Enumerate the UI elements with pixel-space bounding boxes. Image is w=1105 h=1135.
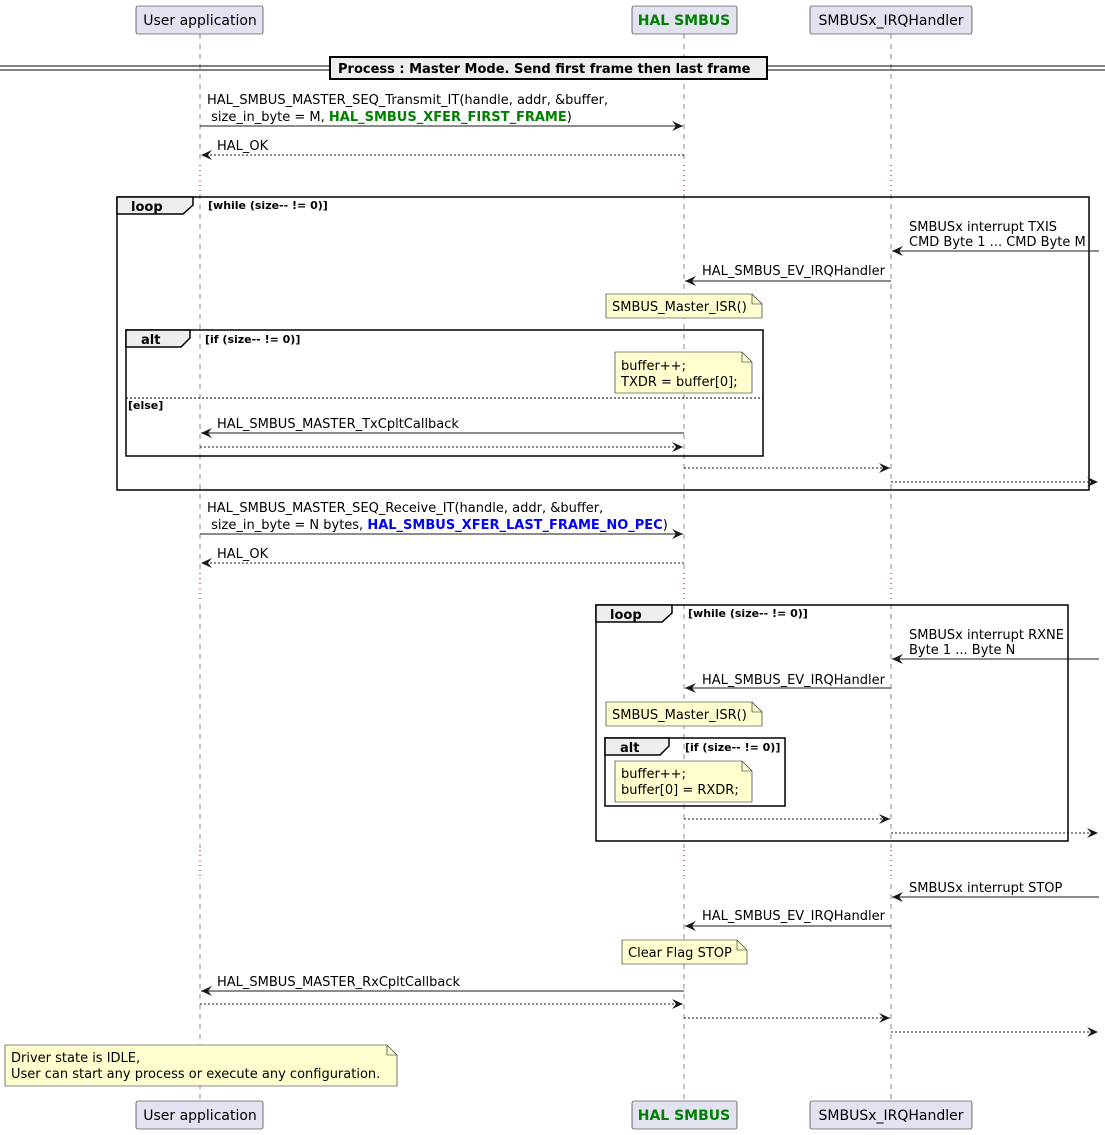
participant-label: User application [143, 13, 257, 29]
note-text: buffer[0] = RXDR; [621, 783, 739, 798]
participant-hal-bottom: HAL SMBUS [631, 1100, 738, 1130]
ev-handler-label: HAL_SMBUS_EV_IRQHandler [702, 673, 886, 688]
ev-handler-label: HAL_SMBUS_EV_IRQHandler [702, 909, 886, 924]
ev-handler-label: HAL_SMBUS_EV_IRQHandler [702, 264, 886, 279]
tx-alt-frame: alt [if (size-- != 0)] [else] [125, 329, 764, 457]
rx-call-label-line2: size_in_byte = N bytes, HAL_SMBUS_XFER_L… [207, 518, 668, 533]
loop-label: loop [610, 608, 642, 623]
note-text: buffer++; [621, 767, 686, 782]
note-text: SMBUS_Master_ISR() [612, 300, 747, 315]
delay [195, 571, 896, 601]
else-label: [else] [128, 399, 163, 412]
delay [195, 163, 896, 193]
participant-label: SMBUSx_IRQHandler [819, 13, 964, 29]
clear-stop-note: Clear Flag STOP [621, 939, 748, 965]
loop-condition: [while (size-- != 0)] [688, 607, 808, 620]
participant-user-top: User application [135, 5, 264, 35]
irq-rxne-label-line2: Byte 1 ... Byte N [909, 643, 1015, 658]
tx-alt-note: buffer++; TXDR = buffer[0]; [614, 351, 753, 394]
irq-stop-label: SMBUSx interrupt STOP [909, 881, 1063, 896]
delay [195, 848, 896, 878]
divider-label: Process : Master Mode. Send first frame … [338, 62, 751, 77]
participant-label: SMBUSx_IRQHandler [819, 1108, 964, 1124]
rx-return-label: HAL_OK [217, 547, 269, 562]
irq-rxne-label: SMBUSx interrupt RXNE [909, 628, 1064, 643]
rx-loop-frame: loop [while (size-- != 0)] [595, 604, 1069, 842]
note-text: TXDR = buffer[0]; [620, 375, 738, 390]
note-text: Driver state is IDLE, [11, 1051, 140, 1066]
note-text: User can start any process or execute an… [11, 1067, 380, 1082]
tx-loop-frame: loop [while (size-- != 0)] [116, 196, 1090, 491]
tx-callback-label: HAL_SMBUS_MASTER_TxCpltCallback [217, 417, 459, 432]
tx-call-label-line2: size_in_byte = M, HAL_SMBUS_XFER_FIRST_F… [207, 110, 572, 125]
alt-condition: [if (size-- != 0)] [685, 741, 780, 754]
participant-irq-bottom: SMBUSx_IRQHandler [809, 1100, 973, 1130]
note-text: buffer++; [621, 359, 686, 374]
participant-irq-top: SMBUSx_IRQHandler [809, 5, 973, 35]
tx-call-label: HAL_SMBUS_MASTER_SEQ_Transmit_IT(handle,… [207, 93, 608, 108]
irq-txis-label: SMBUSx interrupt TXIS [909, 220, 1057, 235]
isr-note: SMBUS_Master_ISR() [605, 701, 763, 727]
irq-txis-label-line2: CMD Byte 1 ... CMD Byte M [909, 235, 1086, 250]
rx-alt-frame: alt [if (size-- != 0)] [604, 737, 786, 807]
rx-alt-note: buffer++; buffer[0] = RXDR; [614, 760, 753, 803]
participant-label: HAL SMBUS [638, 1108, 730, 1124]
rx-call-label: HAL_SMBUS_MASTER_SEQ_Receive_IT(handle, … [207, 501, 603, 516]
participant-user-bottom: User application [135, 1100, 264, 1130]
loop-condition: [while (size-- != 0)] [208, 199, 328, 212]
alt-condition: [if (size-- != 0)] [205, 333, 300, 346]
tx-return-label: HAL_OK [217, 139, 269, 154]
isr-note: SMBUS_Master_ISR() [605, 293, 763, 319]
alt-label: alt [620, 741, 639, 756]
loop-label: loop [131, 200, 163, 215]
participant-label: User application [143, 1108, 257, 1124]
final-note: Driver state is IDLE, User can start any… [4, 1044, 398, 1087]
note-text: SMBUS_Master_ISR() [612, 708, 747, 723]
alt-label: alt [141, 333, 160, 348]
participant-label: HAL SMBUS [638, 13, 730, 29]
participant-hal-top: HAL SMBUS [631, 5, 738, 35]
note-text: Clear Flag STOP [628, 946, 732, 961]
rx-callback-label: HAL_SMBUS_MASTER_RxCpltCallback [217, 975, 461, 990]
process-divider: Process : Master Mode. Send first frame … [0, 56, 1105, 80]
